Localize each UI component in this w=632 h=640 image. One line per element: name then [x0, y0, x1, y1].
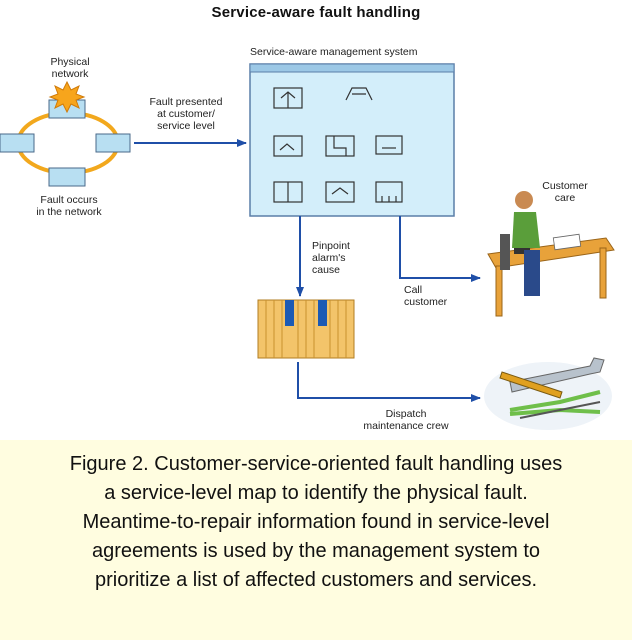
customer-care-agent	[487, 191, 615, 317]
label-dispatch: Dispatch maintenance crew	[363, 408, 449, 432]
network-node-bottom	[48, 167, 86, 187]
arrow-to-customer-care	[399, 216, 481, 282]
network-node-left	[0, 133, 35, 153]
arrow-to-maintenance	[297, 362, 481, 402]
agent-head	[515, 191, 533, 209]
paper-icon	[552, 233, 582, 251]
label-customer-care: Customer care	[542, 180, 588, 204]
maintenance-tools	[484, 357, 612, 430]
fault-burst-icon	[48, 80, 86, 114]
caption-line: Meantime-to-repair information found in …	[82, 511, 550, 533]
label-fault-presented: Fault presented at customer/ service lev…	[149, 96, 223, 132]
screwdriver-icon	[499, 371, 563, 399]
label-fault-occurs: Fault occurs in the network	[36, 194, 102, 218]
agent-chair	[500, 234, 510, 270]
agent-body	[512, 212, 540, 248]
figure-caption: Figure 2. Customer-service-oriented faul…	[0, 440, 632, 640]
management-system-window	[249, 63, 455, 217]
diagram-title: Service-aware fault handling	[211, 4, 421, 21]
phone-icon	[514, 246, 530, 254]
agent-legs	[524, 250, 540, 296]
label-pinpoint: Pinpoint alarm's cause	[312, 240, 350, 276]
label-physical-network: Physical network	[50, 56, 90, 80]
label-management-system: Service-aware management system	[250, 46, 418, 58]
service-map-icons	[273, 87, 403, 203]
caption-line: a service-level map to identify the phys…	[104, 482, 528, 504]
caption-line: prioritize a list of affected customers …	[94, 569, 538, 591]
equipment-panel	[257, 299, 355, 359]
fault-handling-diagram	[0, 63, 615, 430]
caption-line: agreements is used by the management sys…	[91, 540, 540, 562]
label-call-customer: Call customer	[404, 284, 448, 308]
physical-network	[0, 80, 131, 187]
faulty-card	[285, 300, 294, 326]
faulty-card	[318, 300, 327, 326]
window-titlebar	[249, 63, 455, 73]
caption-line: Figure 2. Customer-service-oriented faul…	[69, 453, 563, 475]
network-node-right	[95, 133, 131, 153]
